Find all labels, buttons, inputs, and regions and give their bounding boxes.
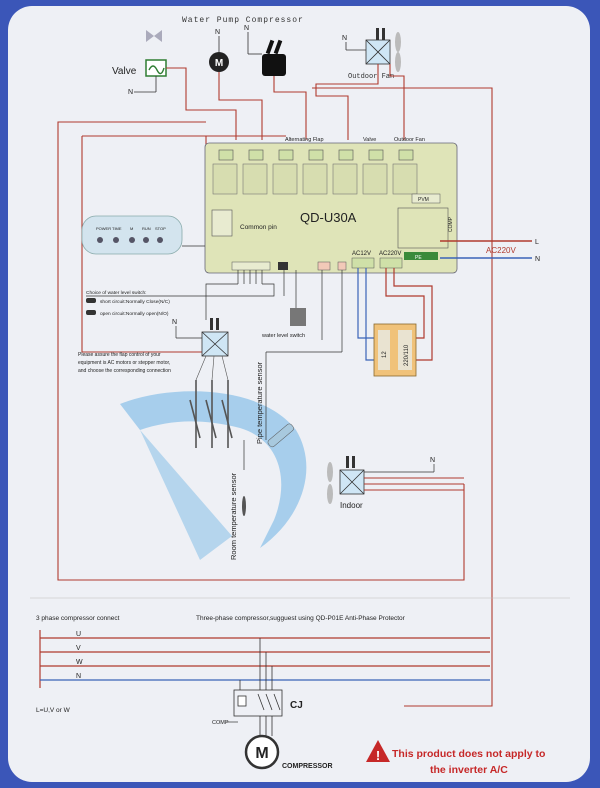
contactor-cj <box>233 638 283 736</box>
svg-text:M: M <box>215 58 223 69</box>
wiring-red <box>57 64 493 707</box>
three-phase-title: 3 phase compressor connect <box>36 615 120 622</box>
relay-label-fan: Outdoor Fan <box>394 137 425 143</box>
transformer-right-label: 220/110 <box>404 344 410 366</box>
water-choice-label: Choice of water level switch: <box>86 290 147 296</box>
compressor-icon <box>262 39 286 76</box>
phase-n-label: N <box>76 673 81 680</box>
compressor-label: COMPRESSOR <box>282 763 333 770</box>
indoor-label: Indoor <box>340 501 363 510</box>
indoor-wires <box>364 477 464 491</box>
transformer-wires <box>357 268 433 361</box>
relay-label-flap: Alternating Flap <box>285 137 324 143</box>
warning-icon: ! <box>366 740 390 763</box>
remote-button-dots <box>97 237 163 243</box>
water-level-switch-icon <box>290 308 306 326</box>
pe-label: PE <box>415 255 422 261</box>
flap-note-line2: equipment is AC motors or stepper motor, <box>78 360 170 366</box>
room-sensor-socket <box>317 261 331 271</box>
phase-v-label: V <box>76 645 81 652</box>
line-n-label: N <box>535 256 540 263</box>
remote-btn-run: RUN <box>142 226 151 231</box>
pump-motor-icon <box>209 52 229 72</box>
flap-capacitor-icon <box>210 318 219 330</box>
water-level-switch-label: water level switch <box>261 333 305 339</box>
flap-n-label: N <box>172 319 177 326</box>
warning-line1: This product does not apply to <box>392 748 545 760</box>
airflow-arrow <box>120 391 307 548</box>
room-sensor-label: Room temperature sensor <box>229 472 238 560</box>
remote-btn-power: POWER <box>96 226 111 231</box>
flap-note-line3: and choose the corresponding connection <box>78 368 171 374</box>
sensor-connector <box>231 261 271 271</box>
relay-label-valve: Valve <box>363 137 376 143</box>
relay-terminals <box>218 149 414 161</box>
fan-n-label: N <box>342 35 347 42</box>
valve-n-label: N <box>128 89 133 96</box>
pump-n-label: N <box>215 29 220 36</box>
pipe-sensor-socket <box>337 261 347 271</box>
ac220v-terminal <box>379 257 403 269</box>
ac220-supply-label: AC220V <box>486 246 516 255</box>
remote-btn-stop: STOP <box>155 226 166 231</box>
open-jumper-icon <box>86 310 96 315</box>
line-l-label: L <box>535 239 539 246</box>
pipe-sensor-label: Pipe temperature sensor <box>255 361 264 444</box>
outdoor-fan-blade-icon <box>395 32 401 72</box>
remote-btn-time: TIME <box>112 226 122 231</box>
remote-display <box>81 215 183 255</box>
comp-relay <box>397 207 449 249</box>
indoor-n-label: N <box>430 457 435 464</box>
valve-label: Valve <box>112 66 137 77</box>
common-pin-label: Common pin <box>240 224 277 231</box>
relay-blocks <box>212 163 418 195</box>
comp-wire-label: COMP <box>212 720 229 726</box>
water-short-label: short circuit:Normally Close(N/C) <box>100 299 170 305</box>
ac220v-label: AC220V <box>379 251 401 257</box>
water-open-label: open circuit:Normally open(N/O) <box>100 311 169 317</box>
short-jumper-icon <box>86 298 96 303</box>
warning-line2: the inverter A/C <box>430 764 508 776</box>
common-pin-header <box>211 209 233 237</box>
flap-note-line1: Please assure the flap control of your <box>78 352 161 358</box>
valve-symbol <box>146 30 162 42</box>
transformer-left-label: 12 <box>382 351 388 358</box>
compressor-n-label: N <box>244 25 249 32</box>
room-sensor-probe <box>242 496 246 516</box>
ac12v-terminal <box>351 257 375 269</box>
pe-block <box>404 252 438 260</box>
phase-u-label: U <box>76 631 81 638</box>
pipe-sensor-probe <box>267 423 294 448</box>
outdoor-fan-label: Outdoor Fan <box>348 73 394 81</box>
comp-label: COMP <box>448 216 454 232</box>
title-label: Water Pump Compressor <box>182 16 304 25</box>
flap-louvers-icon <box>189 380 233 448</box>
outdoor-fan-capacitor-icon <box>376 28 385 40</box>
phase-lines <box>40 637 490 681</box>
compressor-motor-icon <box>244 734 280 770</box>
compressor-motor-letter: M <box>255 745 268 762</box>
luvw-label: L=U,V or W <box>36 707 71 714</box>
connector-wires <box>86 270 285 320</box>
ac12v-label: AC12V <box>352 251 371 257</box>
phase-w-label: W <box>76 659 83 666</box>
indoor-fan-blade-icon <box>327 462 333 504</box>
water-switch-jumper <box>278 262 288 270</box>
svg-text:!: ! <box>376 748 380 763</box>
cj-label: CJ <box>290 700 303 711</box>
remote-btn-m: M <box>130 226 133 231</box>
board-model: QD-U30A <box>300 210 357 225</box>
three-phase-note: Three-phase compressor,sugguest using QD… <box>196 615 406 622</box>
indoor-capacitor-icon <box>346 456 355 468</box>
pvm-label: PVM <box>418 197 429 203</box>
